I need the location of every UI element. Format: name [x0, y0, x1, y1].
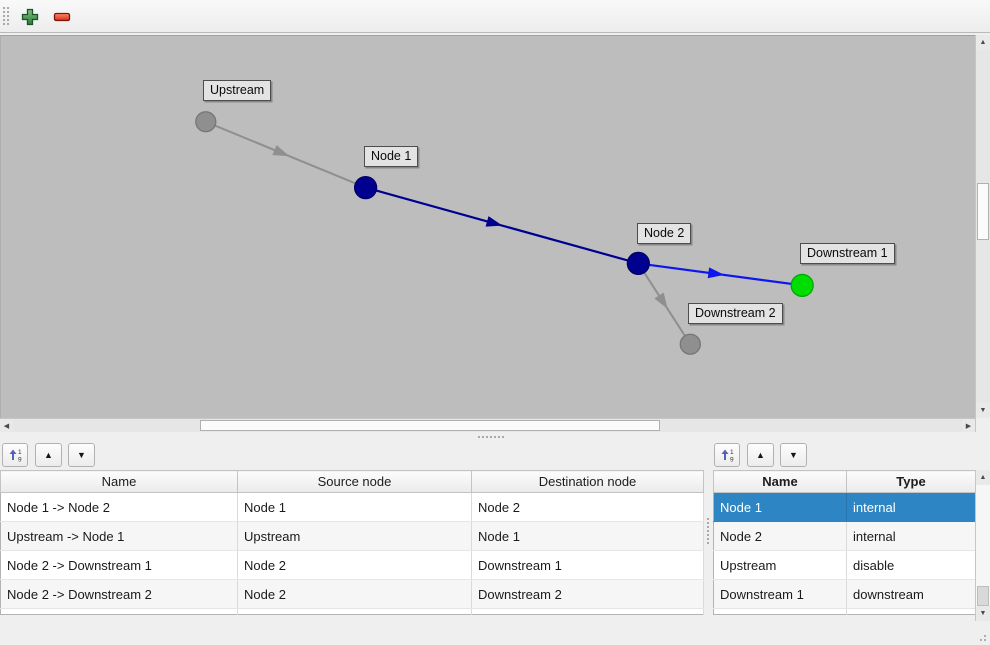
scroll-down-icon[interactable]: ▼: [976, 606, 990, 621]
empty-row: [0, 608, 704, 615]
scroll-down-icon[interactable]: ▼: [976, 403, 990, 418]
toolbar-drag-handle[interactable]: [3, 7, 11, 27]
table-cell: Upstream: [237, 521, 472, 551]
edge-arrow-icon: [654, 292, 668, 309]
node-move-up-button[interactable]: ▲: [747, 443, 774, 467]
edge-sort-button[interactable]: 1 9: [2, 443, 28, 467]
graph-node[interactable]: [195, 111, 217, 133]
scroll-up-icon[interactable]: ▲: [976, 470, 990, 485]
empty-cell: [713, 608, 847, 615]
scroll-up-icon[interactable]: ▲: [976, 35, 990, 50]
pane-splitter[interactable]: [704, 443, 713, 622]
table-cell: Upstream -> Node 1: [0, 521, 238, 551]
empty-cell: [471, 608, 704, 615]
column-header[interactable]: Source node: [237, 470, 472, 493]
graph-node[interactable]: [790, 273, 814, 297]
sort-ascending-icon: 1 9: [9, 449, 22, 464]
splitter-grip-dots: [478, 436, 504, 439]
triangle-down-icon: ▼: [77, 450, 86, 460]
node-table-scrollbar[interactable]: ▲ ▼: [975, 470, 990, 621]
horizontal-splitter[interactable]: [0, 432, 990, 442]
node-table-scroll-thumb[interactable]: [977, 586, 989, 606]
empty-cell: [237, 608, 472, 615]
splitter-grip-dots: [707, 518, 710, 544]
window-resize-grip[interactable]: [976, 631, 988, 643]
empty-cell: [0, 608, 238, 615]
table-cell: internal: [846, 492, 976, 522]
svg-text:9: 9: [730, 457, 734, 464]
canvas-vertical-scrollbar[interactable]: ▲ ▼: [975, 35, 990, 418]
edge-move-up-button[interactable]: ▲: [35, 443, 62, 467]
graph-svg: [195, 111, 814, 355]
graph-node[interactable]: [353, 175, 378, 200]
edge-arrow-icon: [707, 267, 725, 279]
sort-ascending-icon: 1 9: [721, 449, 734, 464]
graph-node-label[interactable]: Downstream 2: [688, 303, 783, 324]
graph-node-label[interactable]: Node 2: [637, 223, 692, 244]
table-cell: Node 1: [713, 492, 847, 522]
edge-arrow-icon: [272, 144, 290, 157]
canvas-hscroll-thumb[interactable]: [200, 420, 660, 431]
table-cell: disable: [846, 550, 976, 580]
svg-text:1: 1: [730, 449, 734, 456]
table-cell: Node 2: [713, 521, 847, 551]
graph-node[interactable]: [626, 251, 650, 276]
main-toolbar: [0, 0, 990, 33]
minus-icon: [53, 12, 71, 22]
column-header[interactable]: Destination node: [471, 470, 704, 493]
table-cell: Node 2: [237, 550, 472, 580]
triangle-up-icon: ▲: [44, 450, 53, 460]
table-cell: Node 2: [471, 492, 704, 522]
canvas-horizontal-scrollbar[interactable]: ◀ ▶: [0, 418, 975, 432]
scroll-left-icon[interactable]: ◀: [0, 419, 13, 432]
canvas-vscroll-thumb[interactable]: [977, 183, 989, 240]
node-sort-button[interactable]: 1 9: [714, 443, 740, 467]
table-cell: internal: [846, 521, 976, 551]
svg-text:9: 9: [18, 457, 22, 464]
table-cell: Downstream 1: [713, 579, 847, 609]
empty-cell: [846, 608, 976, 615]
plus-icon: [21, 8, 39, 26]
table-cell: Downstream 2: [471, 579, 704, 609]
table-cell: Upstream: [713, 550, 847, 580]
triangle-up-icon: ▲: [756, 450, 765, 460]
svg-text:1: 1: [18, 449, 22, 456]
scroll-right-icon[interactable]: ▶: [962, 419, 975, 432]
table-cell: Node 2 -> Downstream 2: [0, 579, 238, 609]
edge-arrow-icon: [485, 216, 503, 227]
node-move-down-button[interactable]: ▼: [780, 443, 807, 467]
status-bar: [0, 621, 990, 645]
graph-node-label[interactable]: Downstream 1: [800, 243, 895, 264]
column-header[interactable]: Name: [713, 470, 847, 493]
remove-button[interactable]: [50, 5, 74, 29]
edge-move-down-button[interactable]: ▼: [68, 443, 95, 467]
table-cell: Node 1: [471, 521, 704, 551]
triangle-down-icon: ▼: [789, 450, 798, 460]
graph-node[interactable]: [679, 333, 701, 355]
table-cell: Node 2: [237, 579, 472, 609]
table-cell: Node 1 -> Node 2: [0, 492, 238, 522]
table-cell: downstream: [846, 579, 976, 609]
table-cell: Node 2 -> Downstream 1: [0, 550, 238, 580]
table-cell: Downstream 1: [471, 550, 704, 580]
column-header[interactable]: Type: [846, 470, 976, 493]
graph-node-label[interactable]: Node 1: [364, 146, 419, 167]
table-cell: Node 1: [237, 492, 472, 522]
graph-node-label[interactable]: Upstream: [203, 80, 272, 101]
add-button[interactable]: [18, 5, 42, 29]
scrollbar-corner: [975, 418, 990, 432]
column-header[interactable]: Name: [0, 470, 238, 493]
empty-row: [713, 608, 976, 615]
